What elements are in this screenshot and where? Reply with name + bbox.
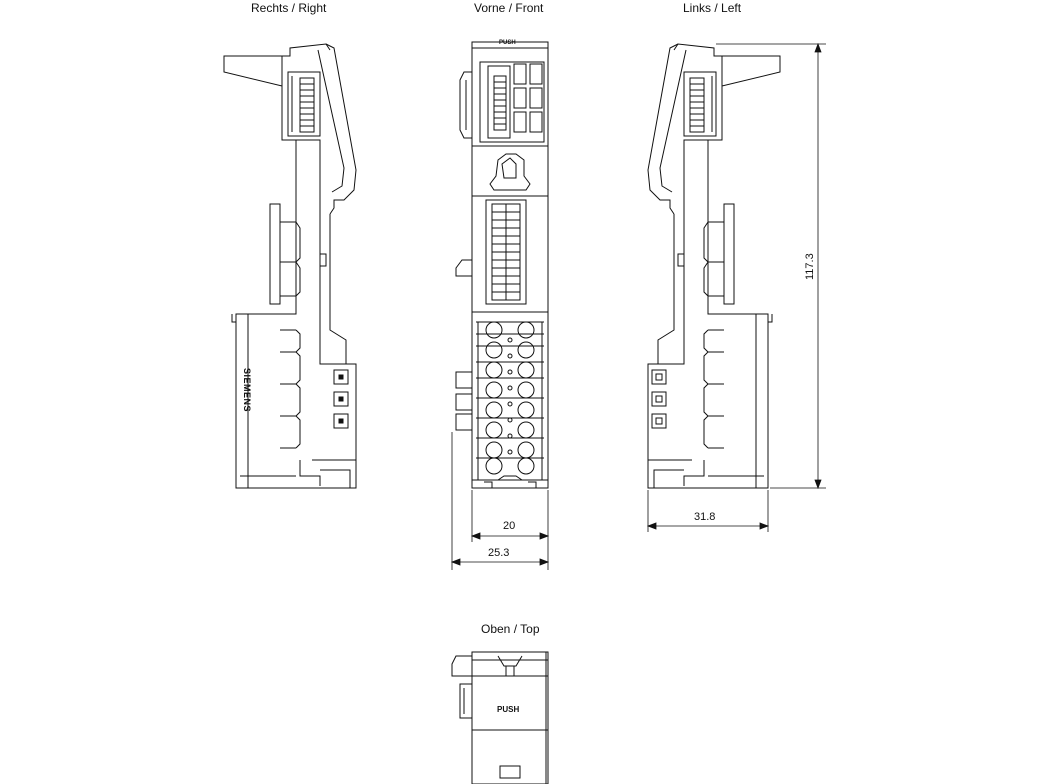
view-label-left: Links / Left xyxy=(683,1,742,15)
right-side-view xyxy=(224,44,356,488)
left-side-view xyxy=(648,44,780,488)
view-label-top: Oben / Top xyxy=(481,622,540,636)
terminal-block xyxy=(472,322,548,488)
dimension-front-total-width: 25.3 xyxy=(488,547,510,559)
push-label-front: PUSH xyxy=(499,40,516,46)
dimension-front-width: 20 xyxy=(503,520,516,532)
dimension-left-depth: 31.8 xyxy=(694,511,716,523)
dimension-lines xyxy=(452,44,826,570)
top-view xyxy=(452,652,548,784)
front-view xyxy=(456,42,548,488)
view-label-front: Vorne / Front xyxy=(474,1,544,15)
dimension-height: 117.3 xyxy=(804,253,816,280)
brand-marking: SIEMENS xyxy=(242,368,252,413)
push-label-top: PUSH xyxy=(497,705,520,714)
view-label-right: Rechts / Right xyxy=(251,1,327,15)
